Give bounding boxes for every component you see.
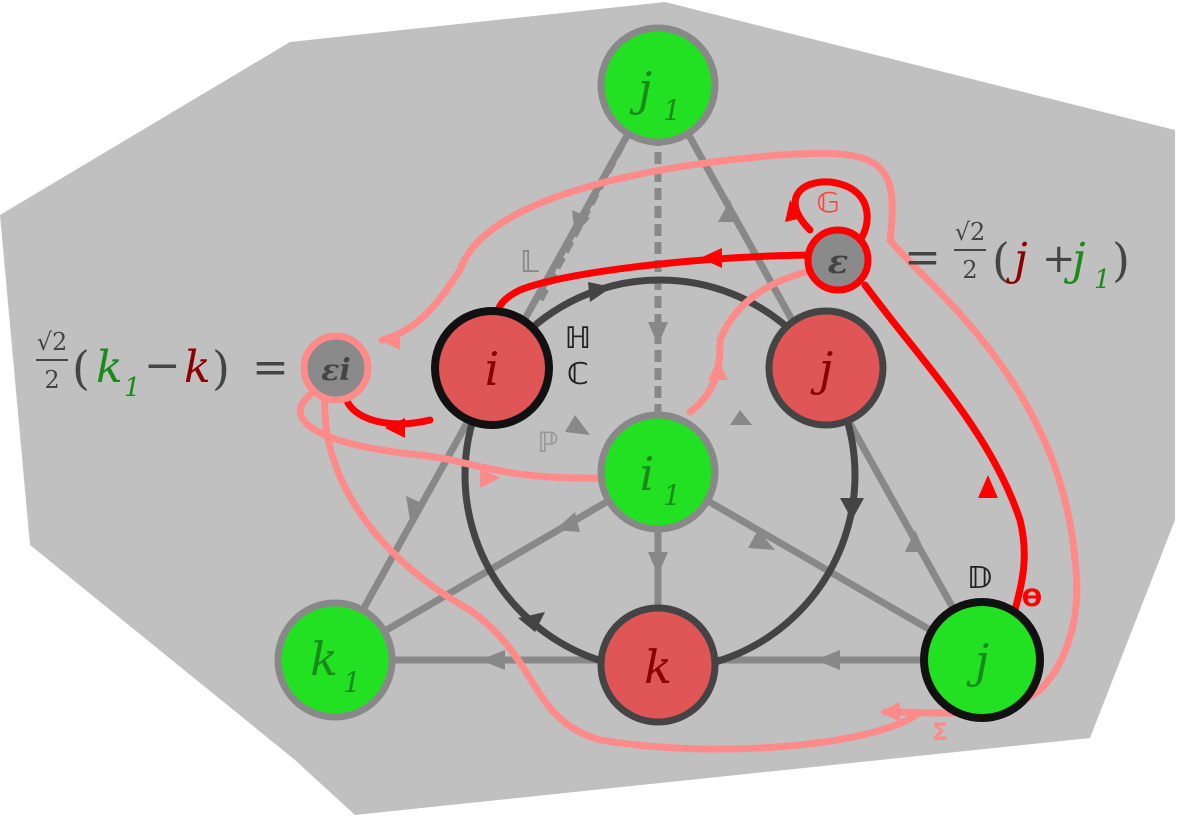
arrow-marker [648,552,668,575]
pink-path-i1-eps [686,264,826,416]
node-circle [597,604,719,726]
pink-path-epsilon-i [296,391,604,482]
cycle-arrows [518,282,864,632]
node-j-bottom-right: j [920,598,1044,722]
red-arrows [385,200,998,498]
eq-right-j1-sub: 1 [1094,265,1111,295]
node-label: k [310,632,338,686]
label-D: 𝔻 [968,561,993,596]
edge-i1-jbr [656,468,984,664]
arrow-marker [748,530,775,550]
node-label: ε [828,242,849,282]
label-H: ℍ [565,321,592,356]
eq-right-plus: + [1042,236,1076,282]
label-C: ℂ [567,357,589,392]
label-theta: ϴ [1022,584,1042,612]
edge-i1-k1 [333,468,660,664]
eq-right-frac-den: 2 [962,256,977,284]
eq-left-k: k [184,342,211,393]
arrow-marker [840,498,864,520]
eq-left-frac-num: √2 [37,328,68,356]
arrow-marker [480,468,500,488]
node-subscript: 1 [663,479,681,512]
arrow-marker [708,360,728,380]
arrow-marker [815,650,840,670]
node-label: i [640,447,655,501]
eq-right-close: ) [1112,233,1130,287]
node-circle [765,307,887,429]
arrow-marker [700,248,722,268]
node-circle [804,226,872,294]
edge-j1-i-dashed [536,128,634,302]
arrow-marker [385,418,405,438]
label-sigma: Σ [932,718,948,746]
node-k-bottom: k [597,604,719,726]
arrow-marker [648,322,668,345]
eq-right-frac-num: √2 [955,218,986,246]
node-circle [920,598,1044,722]
node-circle [597,411,719,533]
eq-left-equals: = [252,342,289,393]
red-path-self-loop [791,178,871,249]
arrow-marker [730,410,752,425]
arrow-marker [905,530,925,552]
node-j1-top: j 1 [597,24,719,146]
edge-arrows [406,200,925,670]
pink-arrows [380,330,900,722]
background-blob [0,2,1175,815]
arrow-marker [480,650,505,670]
eq-left-open: ( [72,341,90,395]
equation-left: √2 2 ( k 1 − k ) = [36,328,289,403]
node-i1-center: i 1 [597,411,719,533]
node-j-right: j [765,307,887,429]
label-G: 𝔾 [817,186,840,219]
node-epsilon: ε [804,226,872,294]
red-path-theta [861,281,1028,614]
eq-right-open: ( [992,233,1010,287]
node-circle [274,599,396,721]
node-circle [431,307,553,429]
arrow-marker [555,512,580,532]
arrow-marker [588,282,612,302]
red-path-eps-i-loop [341,391,434,428]
node-label: k [644,640,672,694]
red-paths [341,178,1028,614]
eq-right-equals: = [904,232,941,283]
arrow-marker [406,496,424,520]
node-subscript: 1 [343,666,361,699]
arrow-marker [518,612,545,632]
arrow-marker [785,200,802,222]
arrow-marker [565,415,590,435]
arrow-marker [718,200,738,222]
arrow-marker [978,475,998,498]
pink-paths [296,149,1081,753]
node-label: i [485,342,500,396]
pink-path-bottom [321,391,924,753]
node-label: εi [321,353,351,388]
eq-left-minus: − [144,340,181,391]
node-circle [300,332,372,404]
node-k1-bottom-left: k 1 [274,599,396,721]
arrow-marker [380,330,400,350]
pink-path-top-loop [378,149,1081,717]
red-path-epsilon-to-i [494,251,824,324]
node-circle [597,24,719,146]
eq-left-k1-sub: 1 [124,373,141,403]
node-subscript: 1 [663,94,681,127]
arrow-marker [880,702,900,722]
eq-left-frac-den: 2 [44,366,59,394]
node-i: i [431,307,553,429]
eq-left-k1: k [96,342,123,393]
label-L: 𝕃 [520,245,540,280]
node-epsilon-i: εi [300,332,372,404]
label-P: ℙ [538,426,559,459]
eq-left-close: ) [212,341,230,395]
arrow-marker [572,210,590,235]
